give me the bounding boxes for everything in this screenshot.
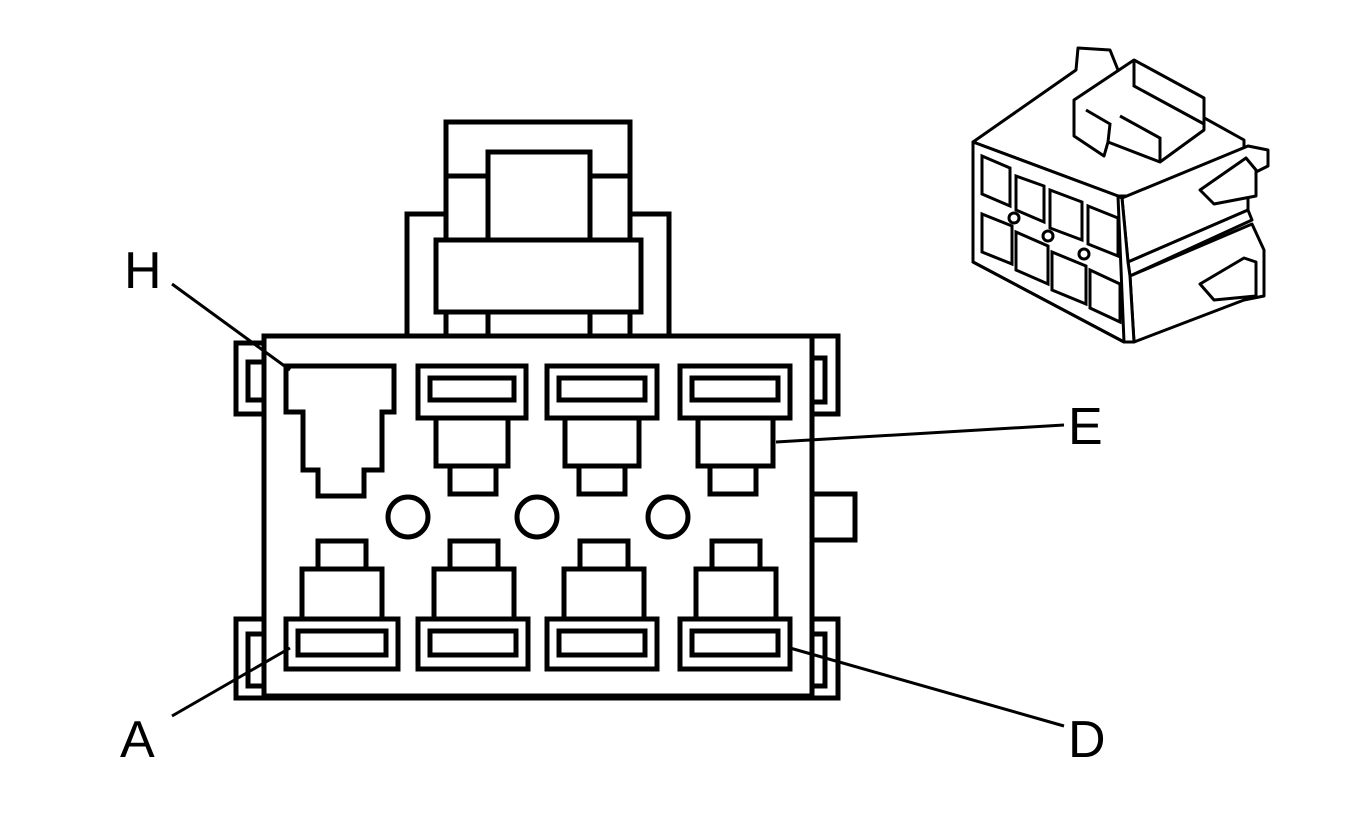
cavity-e <box>677 363 793 497</box>
cavity-top-row <box>415 363 793 497</box>
pin-label-a: A <box>120 711 155 769</box>
pin-label-e: E <box>1068 398 1103 456</box>
leader-line-a <box>171 646 291 718</box>
cavity-bottom-row <box>283 538 793 672</box>
cavity-d <box>677 538 793 672</box>
latch-tab <box>404 119 672 339</box>
leader-line-d <box>789 646 1065 728</box>
cavity-a <box>283 538 401 672</box>
leader-line-h <box>171 282 291 372</box>
cavity-b <box>415 538 531 672</box>
connector-isometric-view <box>971 46 1270 344</box>
cavity-f <box>544 363 660 497</box>
leader-lines <box>171 282 1065 728</box>
cavity-g <box>415 363 529 497</box>
alignment-holes <box>385 494 691 540</box>
pin-label-h: H <box>124 242 162 300</box>
cavity-c <box>544 538 660 672</box>
connector-face-view <box>233 119 858 701</box>
pin-label-d: D <box>1068 711 1106 769</box>
cavity-h <box>283 363 397 499</box>
leader-line-e <box>775 423 1065 444</box>
